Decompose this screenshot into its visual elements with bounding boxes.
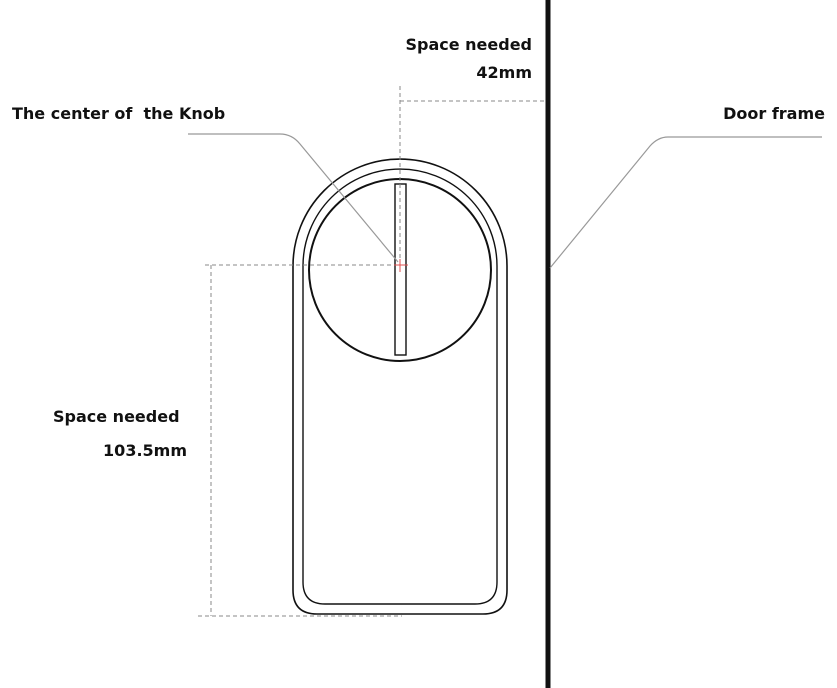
top-space-title: Space needed — [405, 35, 532, 54]
door-frame-label: Door frame — [723, 104, 825, 123]
door-frame-leader — [549, 136, 822, 269]
lock-body-outer — [292, 158, 508, 615]
knob-center-leader — [188, 133, 399, 263]
dimension-lines — [198, 86, 545, 617]
side-space-title: Space needed — [53, 407, 180, 426]
side-space-value: 103.5mm — [103, 441, 187, 460]
lock-body-inner — [302, 168, 498, 605]
knob-center-label: The center of the Knob — [12, 104, 226, 123]
center-crosshair-icon — [394, 259, 408, 272]
top-space-value: 42mm — [476, 63, 532, 82]
